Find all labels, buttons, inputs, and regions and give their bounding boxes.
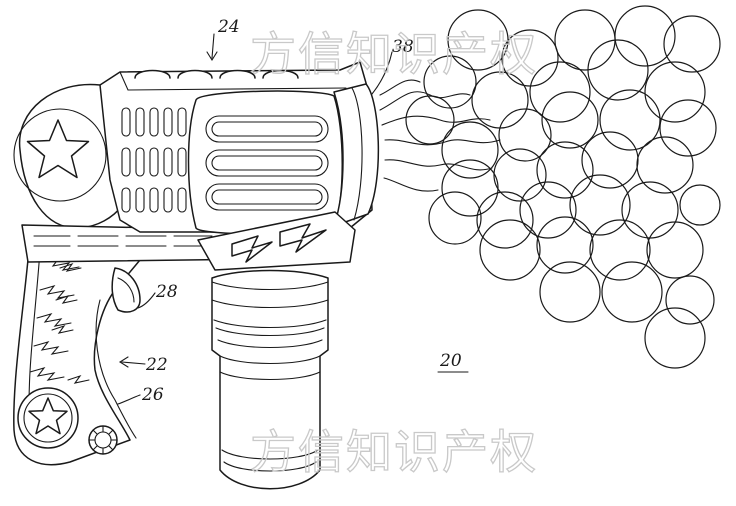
bubble — [581, 131, 639, 189]
handle — [13, 237, 141, 466]
bubble — [659, 99, 717, 157]
ref-numeral-overall: 20 — [439, 351, 462, 371]
bubble — [519, 181, 577, 239]
star-icon — [28, 397, 68, 435]
ref-numeral-top: 24 — [217, 17, 240, 37]
bubble — [646, 221, 704, 279]
bubble-stream-lines — [379, 79, 501, 192]
bubble — [428, 191, 482, 245]
bubble — [614, 5, 676, 67]
bubble — [644, 61, 706, 123]
watermark-top: 方信知识产权 — [250, 27, 538, 81]
bubble — [493, 148, 547, 202]
ref-numeral-launcher: 22 — [145, 355, 168, 375]
bubble — [423, 55, 477, 109]
bubble — [479, 219, 541, 281]
leader-lines — [117, 33, 469, 405]
bubble — [405, 95, 455, 145]
ref-numeral-trigger: 28 — [155, 282, 178, 302]
bubble — [644, 307, 706, 369]
bubble — [441, 121, 499, 179]
bubble — [587, 39, 649, 101]
watermark-bottom: 方信知识产权 — [250, 425, 538, 479]
lightning-icon — [231, 235, 273, 263]
ref-numeral-nozzle: 38 — [392, 37, 414, 57]
star-icon — [26, 119, 90, 179]
ref-numeral-handle: 26 — [141, 385, 164, 405]
bubble — [599, 89, 661, 151]
bubble — [679, 184, 721, 226]
body-housing — [13, 61, 380, 271]
bubble — [529, 61, 591, 123]
bubble — [665, 275, 715, 325]
bubble — [636, 136, 694, 194]
bubble — [554, 9, 616, 71]
bubble — [498, 108, 552, 162]
bubble — [663, 15, 721, 73]
lightning-icon — [279, 223, 327, 253]
bubble-cloud — [405, 5, 721, 369]
bubble — [476, 191, 534, 249]
bubble — [601, 261, 663, 323]
bubble — [536, 141, 594, 199]
rear-star-medallion — [13, 108, 107, 202]
bubble — [621, 181, 679, 239]
side-grille — [121, 107, 187, 213]
bubble — [569, 174, 631, 236]
bubble — [589, 219, 651, 281]
bubble — [536, 216, 594, 274]
bubble — [541, 91, 599, 149]
bubble — [539, 261, 601, 323]
base-stand — [211, 269, 329, 490]
nozzle — [333, 83, 380, 227]
